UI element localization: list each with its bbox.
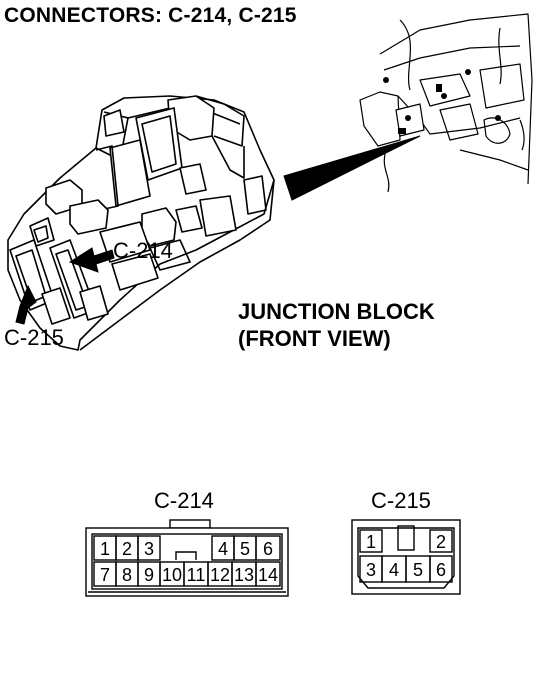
- c214-pin: 14: [258, 565, 278, 585]
- junction-block-title-line1: JUNCTION BLOCK: [238, 299, 435, 324]
- c214-pin: 7: [100, 565, 110, 585]
- c215-callout-label: C-215: [4, 325, 64, 350]
- c214-title: C-214: [154, 488, 214, 513]
- c214-pin: 13: [234, 565, 254, 585]
- c215-pin: 2: [436, 532, 446, 552]
- c214-pin: 12: [210, 565, 230, 585]
- page-title: CONNECTORS: C-214, C-215: [4, 4, 297, 27]
- junction-block-title-line2: (FRONT VIEW): [238, 326, 391, 351]
- c214-pin: 11: [187, 565, 206, 585]
- c214-pin: 1: [100, 539, 110, 559]
- c215-pin: 1: [366, 532, 376, 552]
- c214-pin: 4: [218, 539, 228, 559]
- c215-pin: 3: [366, 560, 376, 580]
- c214-connector-face: 1 2 3 4 5 6 7 8 9 10 11 12 13 14: [85, 519, 289, 597]
- c214-pin: 9: [144, 565, 154, 585]
- c215-connector-face: 1 2 3 4 5 6: [351, 519, 461, 595]
- c215-title: C-215: [371, 488, 431, 513]
- c214-pin: 5: [240, 539, 250, 559]
- c214-pin: 3: [144, 539, 154, 559]
- c215-pin: 5: [413, 560, 423, 580]
- junction-block-illustration: [7, 13, 533, 351]
- c215-pin: 4: [389, 560, 399, 580]
- junction-block-title: JUNCTION BLOCK (FRONT VIEW): [238, 298, 435, 352]
- c214-pin: 2: [122, 539, 132, 559]
- c215-pin: 6: [436, 560, 446, 580]
- c214-callout-label: C-214: [113, 238, 173, 263]
- c214-pin: 8: [122, 565, 132, 585]
- c214-pin: 6: [263, 539, 273, 559]
- c214-pin: 10: [162, 565, 182, 585]
